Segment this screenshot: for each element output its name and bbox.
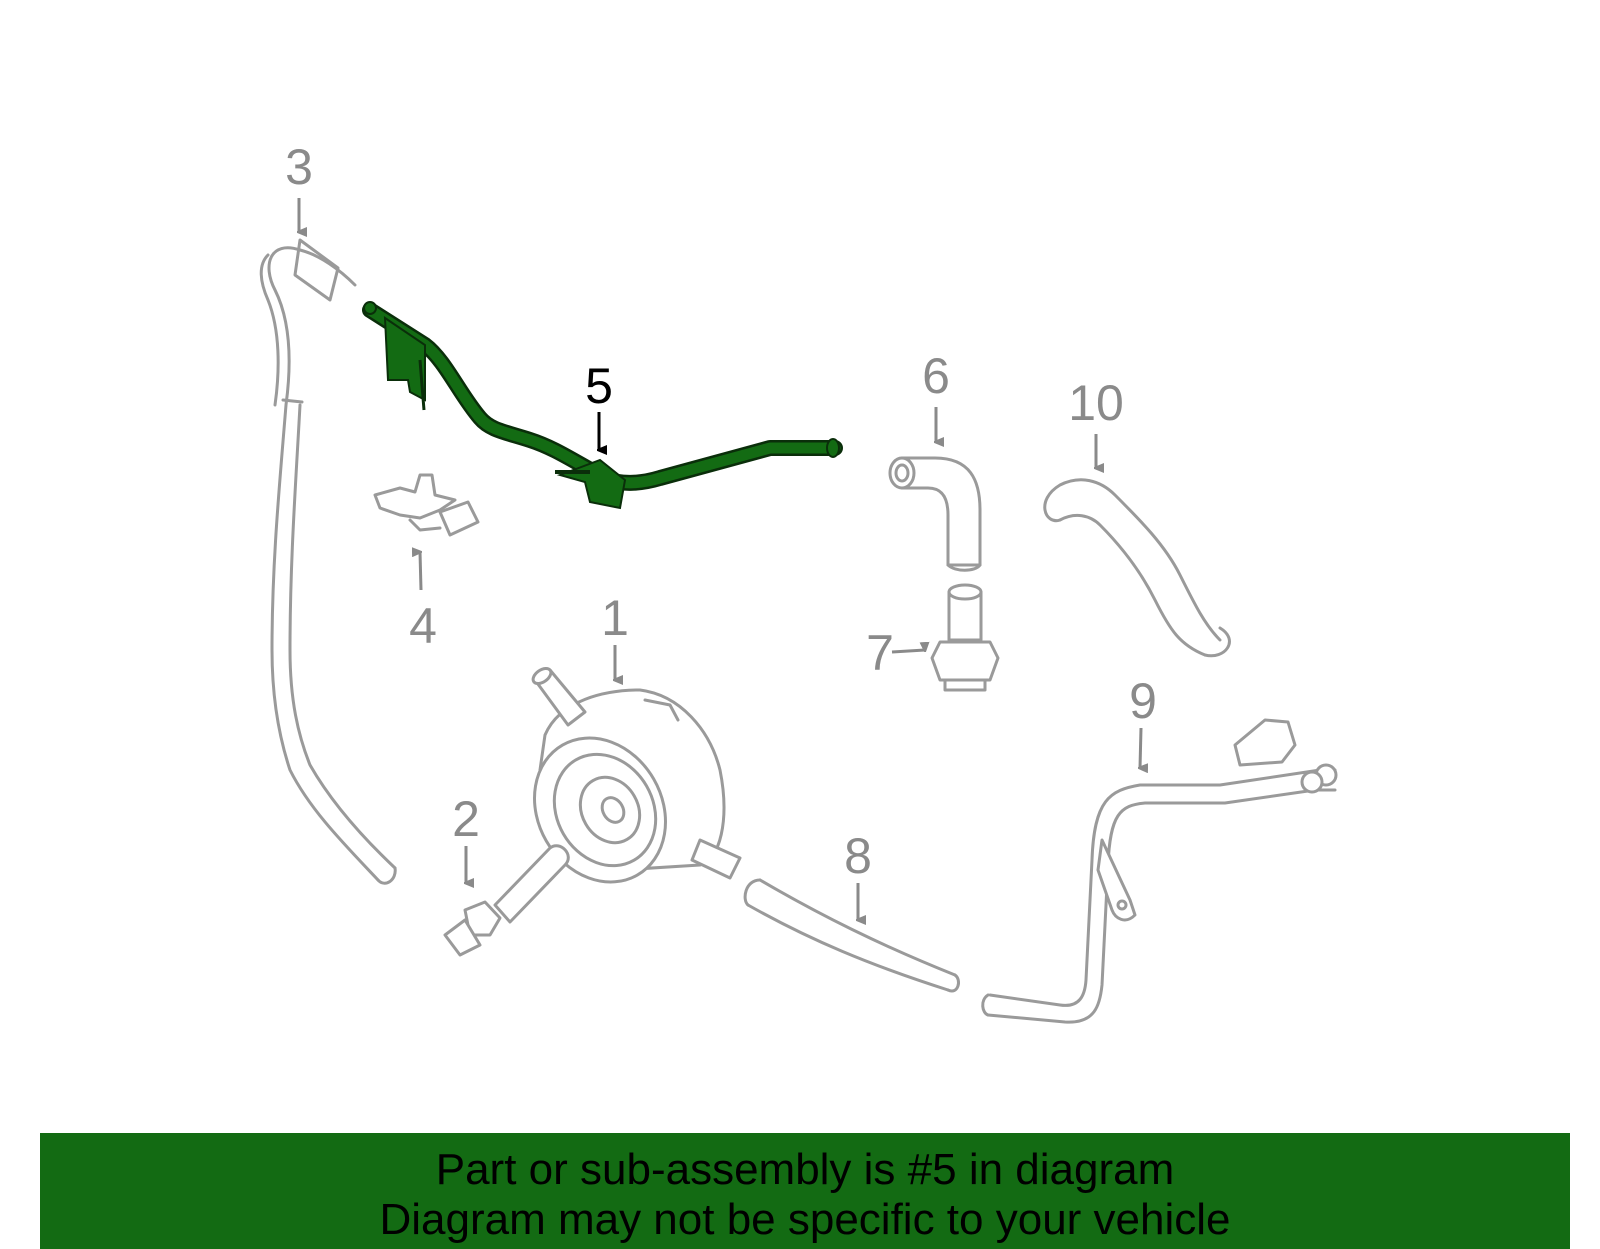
part-3-hose[interactable] — [259, 238, 397, 885]
svg-text:7: 7 — [866, 625, 894, 681]
part-10-bent-hose[interactable] — [1043, 478, 1231, 658]
svg-text:6: 6 — [922, 348, 950, 404]
part-6-elbow-hose[interactable] — [888, 456, 982, 572]
callout-2: 2 — [452, 791, 480, 883]
svg-text:2: 2 — [452, 791, 480, 847]
callout-10: 10 — [1068, 375, 1124, 468]
callout-5: 5 — [585, 358, 613, 450]
svg-text:3: 3 — [285, 139, 313, 195]
callout-1: 1 — [601, 590, 629, 680]
callout-6: 6 — [922, 348, 950, 442]
svg-text:9: 9 — [1129, 673, 1157, 729]
info-banner: Part or sub-assembly is #5 in diagram Di… — [40, 1133, 1570, 1249]
callout-8: 8 — [844, 828, 872, 920]
part-1-oil-cooler[interactable] — [509, 665, 742, 906]
part-7-fitting[interactable] — [930, 583, 1000, 692]
callout-7: 7 — [866, 625, 925, 681]
callout-9: 9 — [1129, 673, 1157, 768]
svg-text:10: 10 — [1068, 375, 1124, 431]
svg-text:5: 5 — [585, 358, 613, 414]
part-8-hose[interactable] — [743, 878, 960, 993]
part-4-clip[interactable] — [373, 473, 480, 537]
svg-text:8: 8 — [844, 828, 872, 884]
part-2-bolt[interactable] — [443, 844, 570, 957]
banner-line-1: Part or sub-assembly is #5 in diagram — [435, 1145, 1175, 1194]
svg-text:4: 4 — [409, 598, 437, 654]
part-5-tube[interactable] — [362, 301, 843, 510]
banner-line-2: Diagram may not be specific to your vehi… — [379, 1195, 1231, 1244]
part-9-pipe[interactable] — [981, 718, 1338, 1024]
svg-text:1: 1 — [601, 590, 629, 646]
callout-4: 4 — [409, 552, 437, 654]
callout-3: 3 — [285, 139, 313, 232]
